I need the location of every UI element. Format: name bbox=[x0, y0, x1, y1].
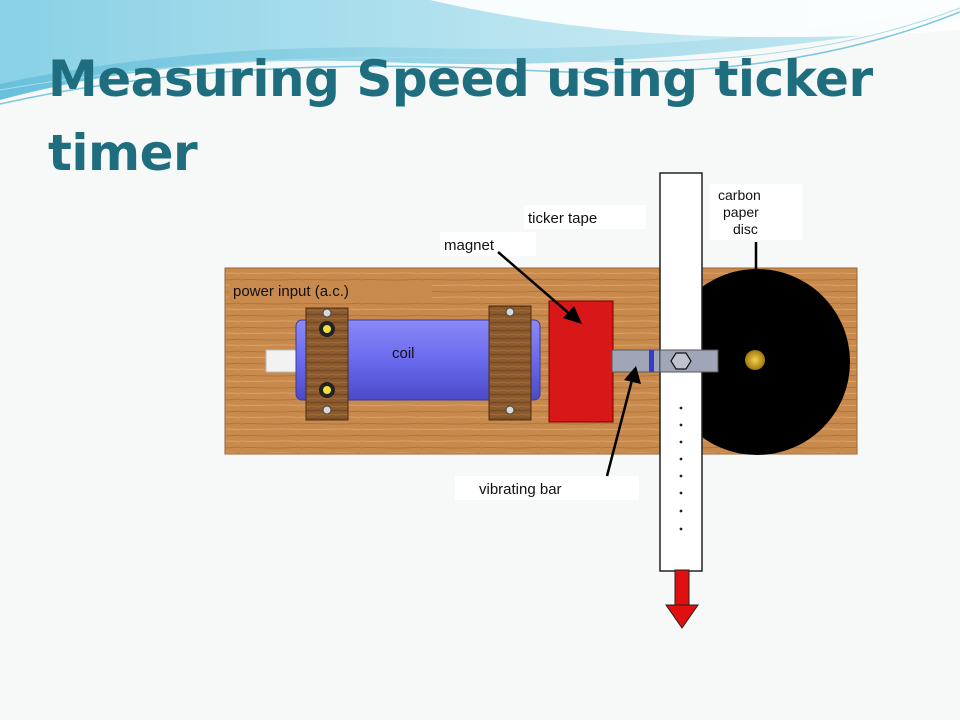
coil bbox=[295, 319, 541, 401]
coil-label: coil bbox=[392, 345, 415, 362]
tape-dots bbox=[679, 406, 683, 531]
magnet-label: magnet bbox=[444, 237, 495, 254]
carbon-label-line2: paper bbox=[723, 204, 759, 220]
bar-hammer-icon bbox=[670, 352, 692, 370]
magnet bbox=[548, 300, 614, 423]
power-input-label: power input (a.c.) bbox=[233, 283, 349, 300]
pointer-arrows bbox=[497, 242, 766, 477]
right-clamp bbox=[488, 305, 532, 421]
vibrating-bar-label: vibrating bar bbox=[479, 481, 562, 498]
disc-axle-icon bbox=[745, 350, 765, 370]
carbon-label-line3: disc bbox=[733, 221, 758, 237]
carbon-label-line1: carbon bbox=[718, 187, 761, 203]
power-input-label-bg bbox=[229, 281, 432, 301]
slide-title: Measuring Speed using ticker timer bbox=[48, 50, 873, 182]
screw-icon bbox=[505, 307, 515, 317]
screw-icon bbox=[322, 308, 332, 318]
screw-icon bbox=[505, 405, 515, 415]
header-wave-decoration bbox=[0, 0, 960, 105]
ticker-tape-label: ticker tape bbox=[528, 210, 597, 227]
screw-icon bbox=[322, 405, 332, 415]
tape-direction-arrow-icon bbox=[665, 569, 699, 629]
